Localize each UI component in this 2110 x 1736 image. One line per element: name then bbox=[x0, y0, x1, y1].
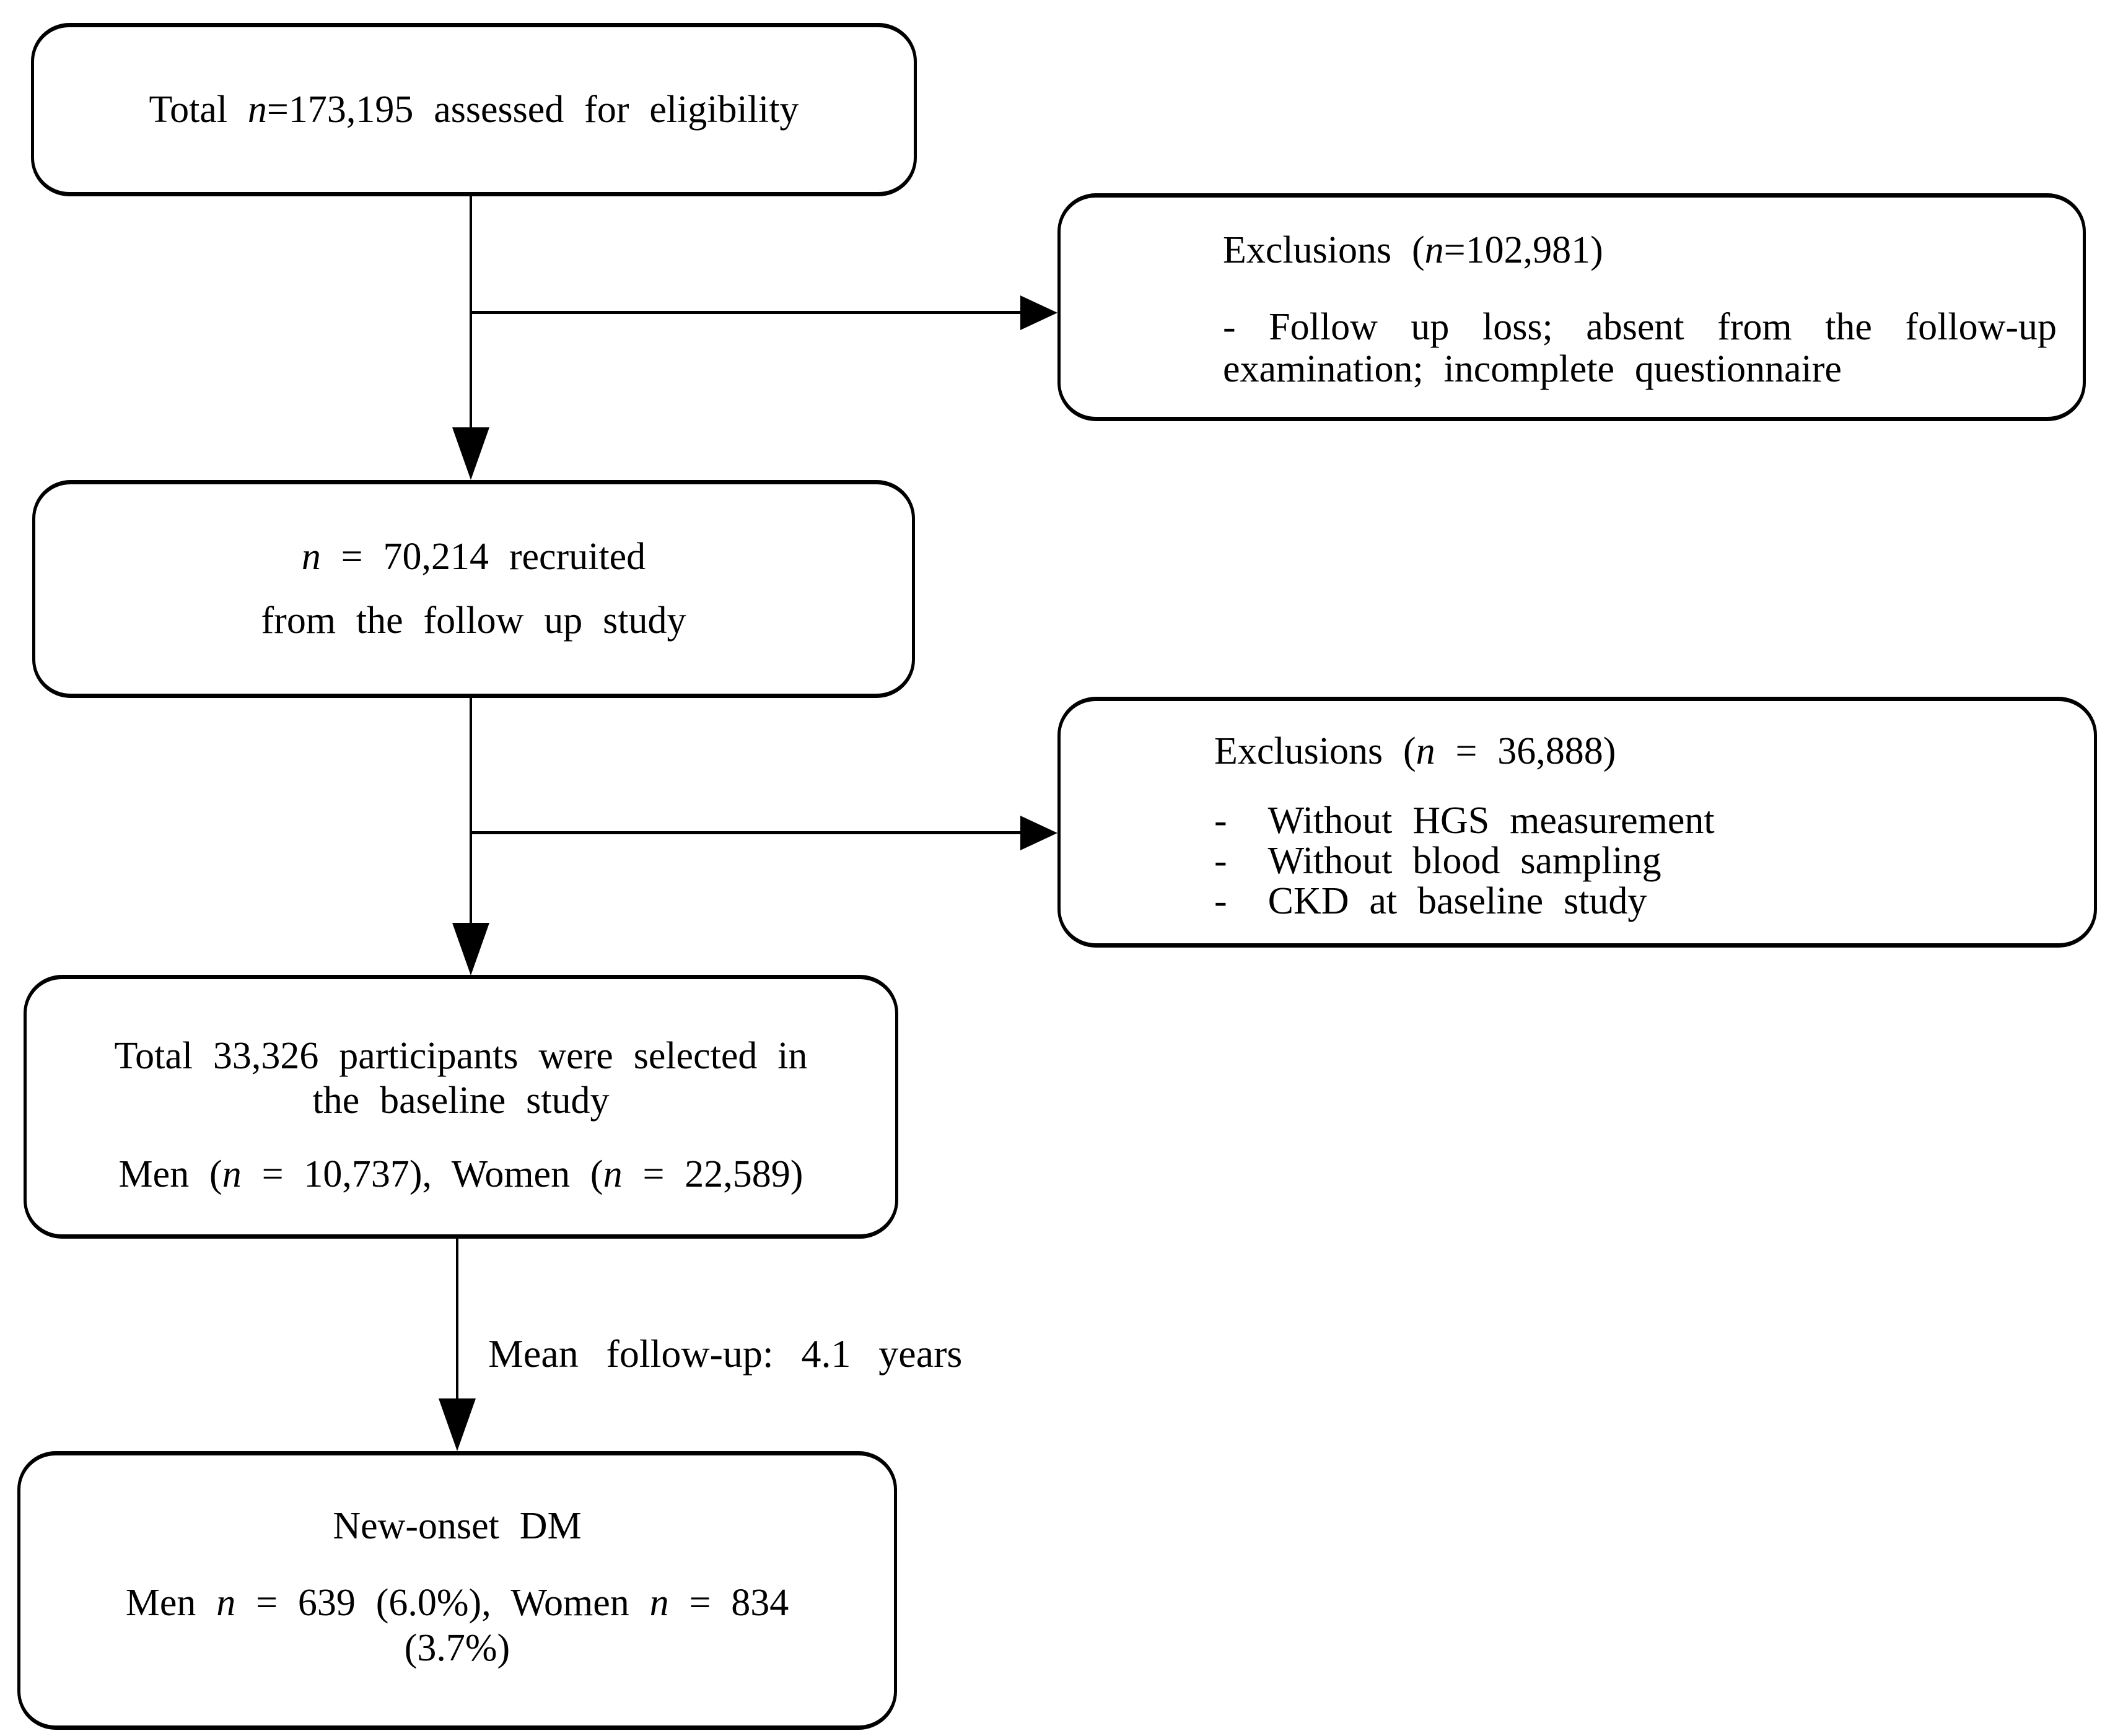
bullet-dash-icon: - bbox=[1214, 840, 1227, 882]
exclusions1-reason-line2: examination; incomplete questionnaire bbox=[1223, 348, 1842, 390]
exclusions2-item-text: Without HGS measurement bbox=[1267, 800, 1715, 842]
box-newonset-line1: New-onset DM bbox=[333, 1505, 582, 1547]
exclusions2-item: - Without HGS measurement bbox=[1214, 801, 2069, 841]
arrow-line-recruited-to-baseline bbox=[470, 698, 472, 925]
arrow-line-baseline-to-newonset bbox=[456, 1239, 458, 1400]
box-new-onset-dm: New-onset DM Men n = 639 (6.0%), Women n… bbox=[17, 1451, 897, 1730]
box-newonset-line2: Men n = 639 (6.0%), Women n = 834 bbox=[125, 1582, 789, 1624]
bullet-dash-icon: - bbox=[1214, 800, 1227, 842]
exclusions2-list: - Without HGS measurement - Without bloo… bbox=[1214, 801, 2069, 922]
exclusions2-item: - Without blood sampling bbox=[1214, 841, 2069, 881]
box-baseline-line2: the baseline study bbox=[312, 1080, 610, 1122]
arrowhead-down-recruited-icon bbox=[452, 427, 489, 480]
arrowhead-down-baseline-icon bbox=[452, 923, 489, 975]
exclusions1-heading: Exclusions (n=102,981) bbox=[1223, 229, 1603, 271]
box-baseline-line1: Total 33,326 participants were selected … bbox=[114, 1035, 808, 1077]
box-baseline-line3: Men (n = 10,737), Women (n = 22,589) bbox=[118, 1153, 803, 1195]
arrowhead-right-exclusions1-icon bbox=[1020, 295, 1057, 330]
exclusions2-item-text: Without blood sampling bbox=[1267, 840, 1661, 882]
box-exclusions-1: Exclusions (n=102,981) - Follow up loss;… bbox=[1057, 193, 2086, 421]
box-eligibility: Total n=173,195 assessed for eligibility bbox=[31, 23, 917, 196]
exclusions2-item-text: CKD at baseline study bbox=[1267, 880, 1647, 922]
exclusions1-reasons: - Follow up loss; absent from the follow… bbox=[1223, 306, 2057, 390]
mean-followup-label: Mean follow-up: 4.1 years bbox=[488, 1332, 963, 1376]
exclusions2-heading: Exclusions (n = 36,888) bbox=[1214, 730, 1616, 772]
box-recruited: n = 70,214 recruited from the follow up … bbox=[32, 480, 915, 698]
box-baseline: Total 33,326 participants were selected … bbox=[24, 975, 898, 1239]
bullet-dash-icon: - bbox=[1214, 880, 1227, 922]
box-exclusions-2: Exclusions (n = 36,888) - Without HGS me… bbox=[1057, 697, 2097, 948]
box-eligibility-text: Total n=173,195 assessed for eligibility bbox=[149, 88, 799, 131]
exclusions1-reason-line1: - Follow up loss; absent from the follow… bbox=[1223, 306, 2057, 348]
box-recruited-line1: n = 70,214 recruited bbox=[301, 536, 646, 578]
arrowhead-right-exclusions2-icon bbox=[1020, 816, 1057, 850]
exclusions2-item: - CKD at baseline study bbox=[1214, 881, 2069, 922]
arrowhead-down-newonset-icon bbox=[439, 1398, 476, 1451]
box-recruited-line2: from the follow up study bbox=[261, 600, 686, 642]
arrow-line-branch-exclusions2 bbox=[471, 831, 1020, 834]
box-newonset-line3: (3.7%) bbox=[404, 1627, 510, 1669]
arrow-line-branch-exclusions1 bbox=[471, 311, 1020, 314]
